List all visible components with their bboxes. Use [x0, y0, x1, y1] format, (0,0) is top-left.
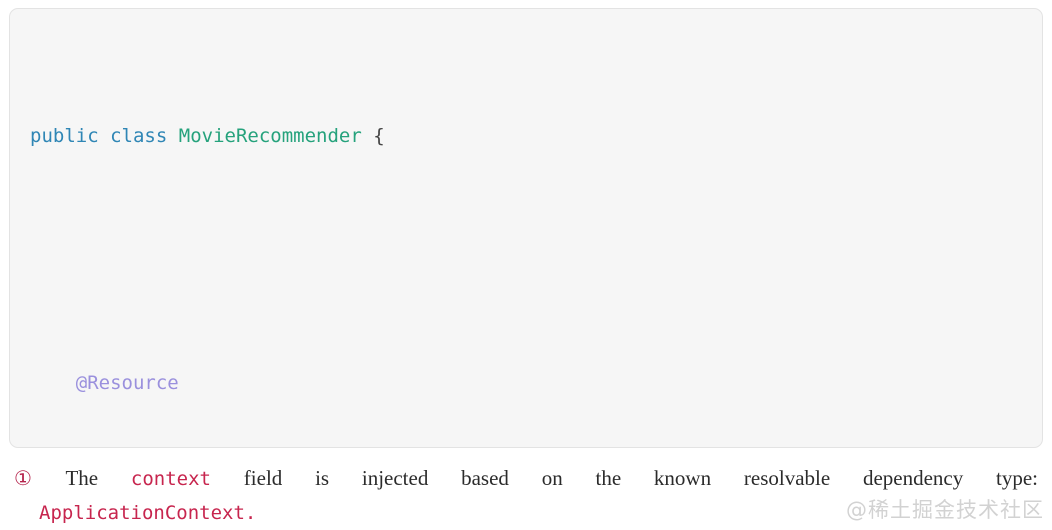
footnote-line-2: ApplicationContext. [14, 496, 1038, 530]
code-block-body[interactable]: public class MovieRecommender { @Resourc… [10, 9, 1042, 447]
footnote-text-post: field is injected based on the known res… [243, 466, 1039, 490]
watermark: @稀土掘金技术社区 [846, 498, 1044, 522]
code-line: @Resource [30, 368, 1042, 399]
footnote-marker-1-icon: ① [14, 466, 60, 490]
footnote-period: . [244, 502, 257, 524]
keyword-class: class [110, 125, 168, 148]
type-movierecommender: MovieRecommender [178, 125, 362, 148]
code-block: public class MovieRecommender { @Resourc… [9, 8, 1043, 448]
inline-code-applicationcontext: ApplicationContext [39, 502, 245, 524]
inline-code-context: context [130, 468, 211, 490]
open-brace: { [373, 125, 385, 148]
code-line-blank [30, 245, 1042, 276]
annotation-resource: @Resource [75, 371, 179, 394]
keyword-public: public [30, 125, 99, 148]
code-line: public class MovieRecommender { [30, 121, 1042, 152]
footnote-text-pre: The [65, 466, 99, 490]
